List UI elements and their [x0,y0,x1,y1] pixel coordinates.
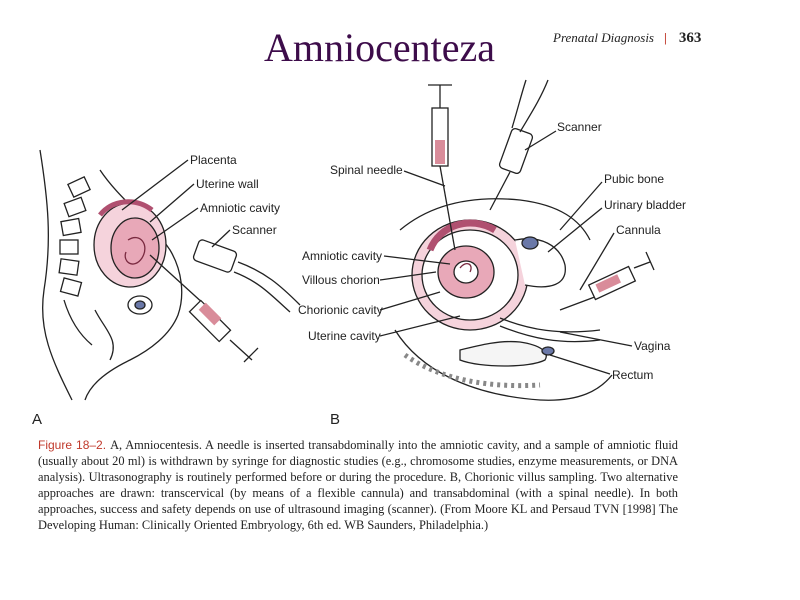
label-scanner-a: Scanner [232,223,277,237]
label-urinary-bladder: Urinary bladder [604,198,686,212]
slide-title: Amniocenteza [264,25,495,70]
label-pubic-bone: Pubic bone [604,172,664,186]
figure-caption: Figure 18–2.A, Amniocentesis. A needle i… [38,437,678,533]
panel-label-a: A [32,411,42,428]
section-title: Prenatal Diagnosis [553,30,654,45]
label-cannula: Cannula [616,223,661,237]
figure-b-drawing [379,79,655,401]
page-number: 363 [678,30,702,46]
label-villous-chorion: Villous chorion [302,273,380,287]
label-scanner-b: Scanner [557,120,602,134]
label-rectum: Rectum [612,368,653,382]
label-amniotic-cavity-b: Amniotic cavity [302,249,382,263]
page-header: Prenatal Diagnosis | 363 [553,30,701,47]
label-vagina: Vagina [634,339,671,353]
label-chorionic-cavity: Chorionic cavity [298,303,383,317]
label-spinal-needle: Spinal needle [330,163,403,177]
label-placenta: Placenta [190,153,237,167]
label-amniotic-cavity-a: Amniotic cavity [200,201,280,215]
figure-a-drawing [39,149,301,401]
figure-number: Figure 18–2. [38,438,107,452]
panel-label-b: B [330,411,340,428]
label-uterine-wall: Uterine wall [196,177,259,191]
label-uterine-cavity: Uterine cavity [308,329,381,343]
header-divider: | [664,30,667,45]
spine [58,175,93,346]
caption-text: A, Amniocentesis. A needle is inserted t… [38,438,678,532]
